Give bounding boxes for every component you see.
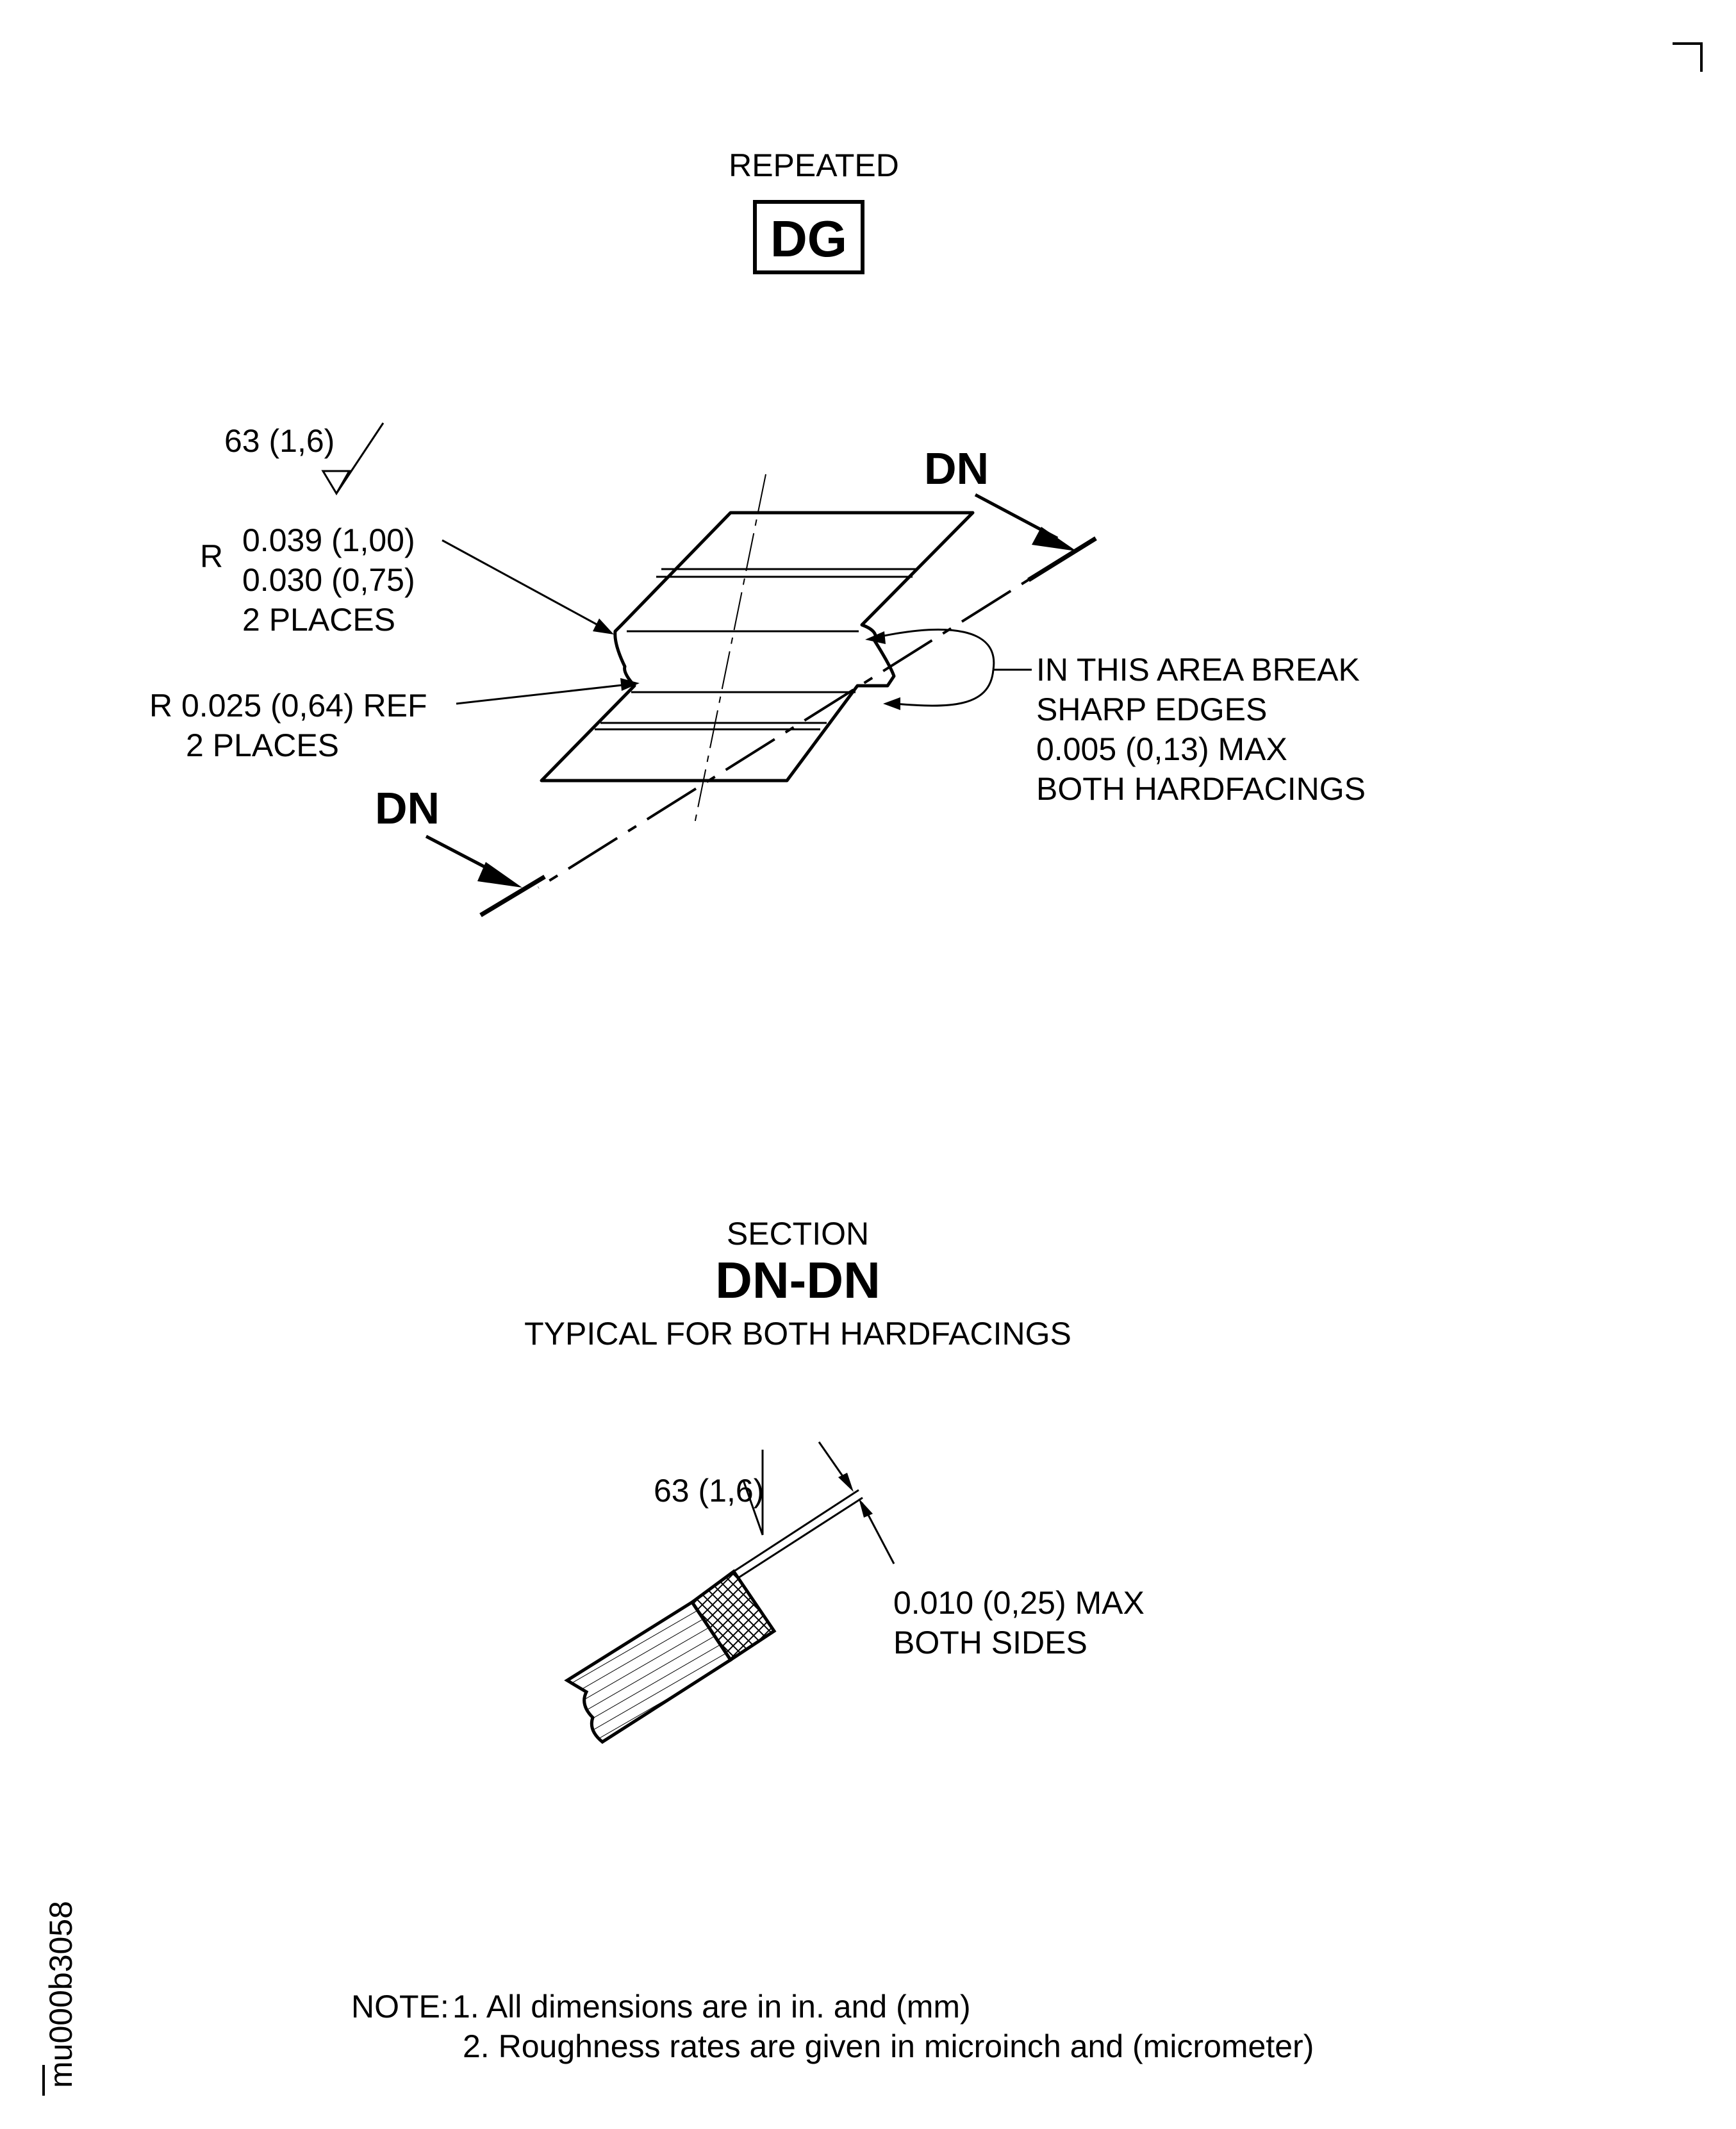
radius-upper-line-2: 0.030 (0,75) — [242, 562, 415, 598]
section-arrow-bottom — [425, 834, 546, 918]
surface-finish-label-bottom: 63 (1,6) — [654, 1473, 764, 1509]
surface-finish-symbol-bottom — [742, 1450, 764, 1536]
radius-upper-line-1: 0.039 (1,00) — [242, 522, 415, 558]
dimension-line-2: BOTH SIDES — [893, 1625, 1087, 1661]
hardfacing-layer — [690, 1569, 777, 1662]
surface-finish-symbol-top — [321, 422, 384, 495]
note-2: 2. Roughness rates are given in microinc… — [463, 2028, 1314, 2064]
radius-ref-line-1: R 0.025 (0,64) REF — [149, 688, 427, 724]
note-1: 1. All dimensions are in in. and (mm) — [452, 1989, 971, 2025]
section-arrow-top — [974, 493, 1097, 582]
break-edges-line-3: 0.005 (0,13) MAX — [1036, 731, 1287, 767]
drawing-id: mu000b3058 — [43, 1901, 79, 2088]
section-name: DN-DN — [715, 1252, 880, 1309]
thickness-dimension — [818, 1441, 895, 1564]
corner-mark-top-right — [1673, 42, 1703, 72]
base-material — [564, 1600, 733, 1744]
radius-ref-line-2: 2 PLACES — [186, 727, 339, 763]
view-box-label: DG — [770, 210, 847, 267]
radius-upper-leader — [442, 539, 614, 634]
break-edges-line-4: BOTH HARDFACINGS — [1036, 771, 1366, 807]
repeated-label: REPEATED — [729, 147, 899, 183]
surface-finish-label-top: 63 (1,6) — [224, 423, 335, 459]
radius-ref-leader — [456, 678, 640, 705]
break-edges-leader — [865, 628, 1032, 710]
break-edges-line-2: SHARP EDGES — [1036, 692, 1267, 727]
section-detail — [564, 1489, 863, 1744]
note-prefix: NOTE: — [351, 1989, 449, 2025]
dimension-line-1: 0.010 (0,25) MAX — [893, 1585, 1145, 1621]
view-box-frame — [753, 200, 864, 274]
section-marker-top: DN — [924, 443, 989, 493]
section-label: SECTION — [727, 1216, 869, 1252]
centerline-vertical — [693, 474, 766, 827]
section-cutting-line — [537, 540, 1091, 889]
break-edges-line-1: IN THIS AREA BREAK — [1036, 652, 1360, 688]
radius-upper-line-3: 2 PLACES — [242, 602, 395, 638]
section-marker-bottom: DN — [375, 783, 440, 833]
radius-prefix: R — [200, 538, 223, 574]
hardfacing-part — [540, 511, 975, 783]
section-subtitle: TYPICAL FOR BOTH HARDFACINGS — [524, 1316, 1071, 1352]
